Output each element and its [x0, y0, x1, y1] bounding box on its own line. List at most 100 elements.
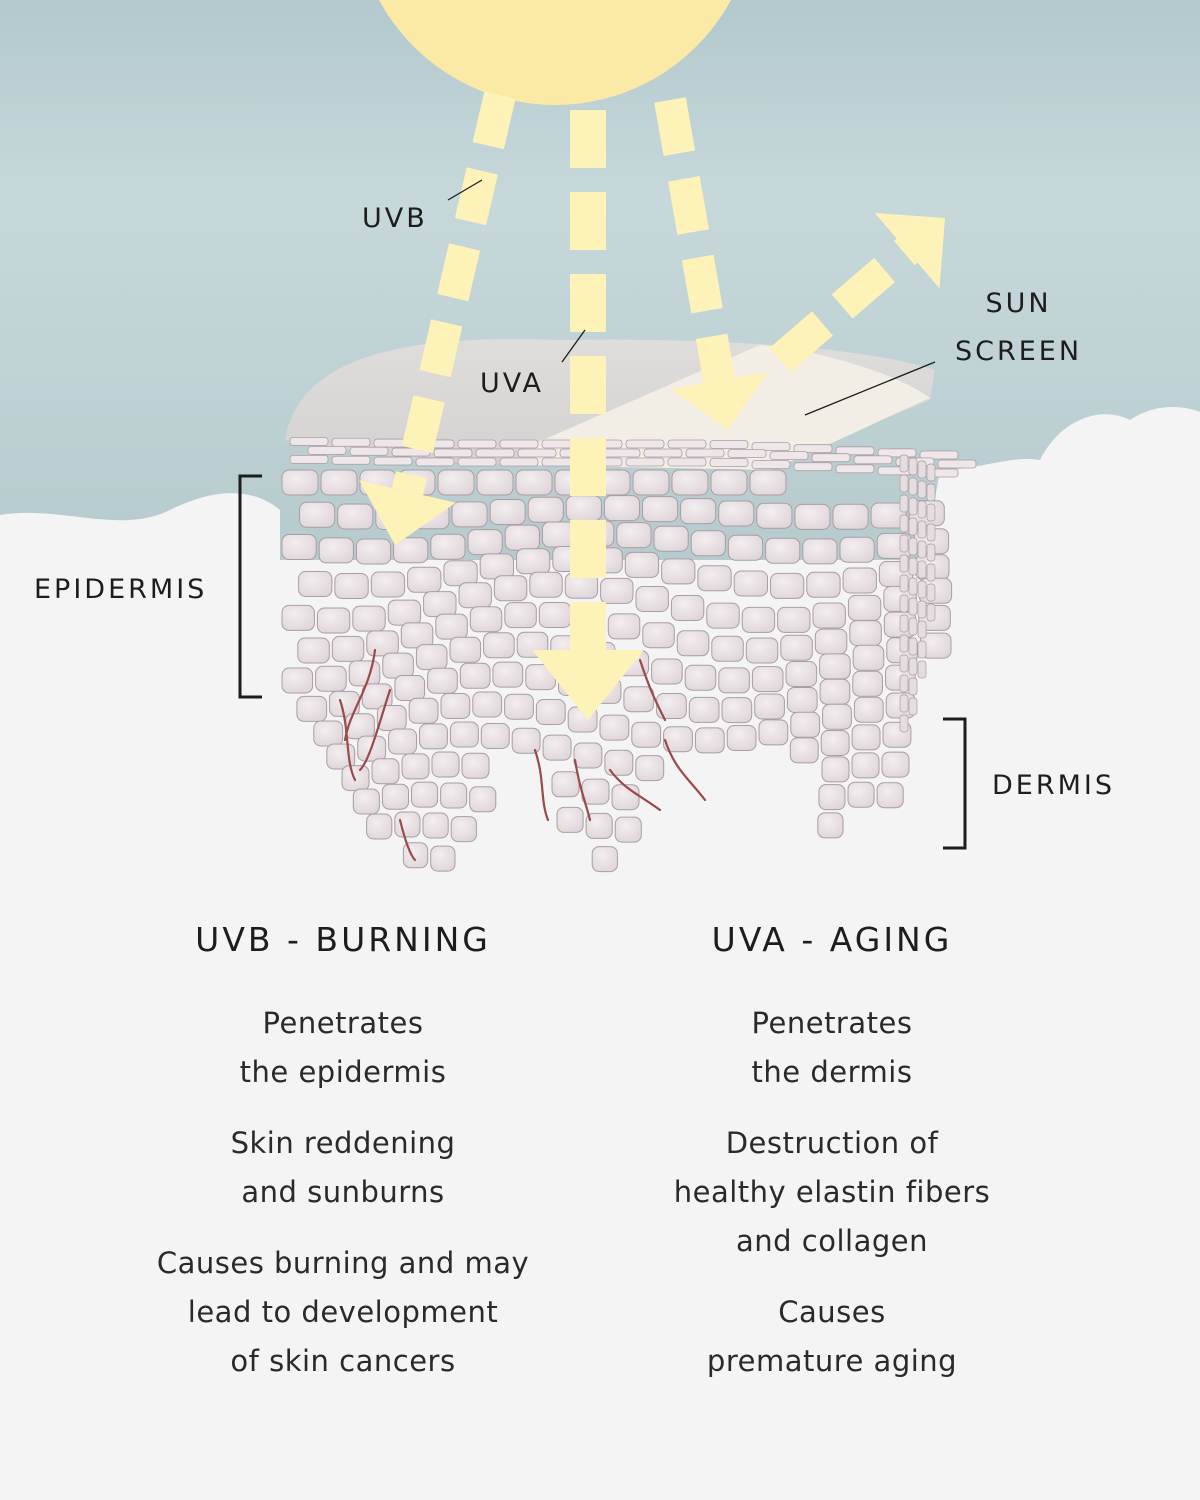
surface-cell: [919, 450, 959, 460]
blood-vessel: [338, 698, 357, 782]
skin-cell: [656, 693, 687, 719]
uva-point-3: Causes premature aging: [706, 1295, 958, 1378]
skin-cell: [415, 644, 448, 671]
skin-cell: [842, 567, 877, 594]
uva-point-1: Penetrates the dermis: [751, 1006, 913, 1089]
side-cell: [899, 474, 909, 493]
skin-cell: [814, 628, 848, 655]
skin-cell: [407, 566, 442, 593]
skin-cell: [741, 606, 776, 633]
side-cell: [908, 617, 918, 636]
skin-cell: [852, 670, 883, 697]
side-cell: [917, 500, 927, 519]
side-cell: [917, 600, 927, 619]
skin-cell: [876, 782, 904, 809]
skin-cell: [423, 591, 457, 618]
skin-cell: [450, 816, 477, 843]
surface-cell: [811, 453, 851, 463]
skin-cell: [382, 652, 414, 679]
skin-cell: [727, 534, 764, 561]
skin-cell: [706, 602, 740, 629]
surface-cell: [793, 444, 833, 454]
skin-cell: [600, 577, 634, 604]
epidermis-label: EPIDERMIS: [34, 574, 208, 605]
skin-cell: [315, 665, 347, 692]
surface-cell: [643, 448, 683, 458]
skin-cell: [371, 758, 400, 785]
side-cell: [926, 603, 936, 622]
side-cell: [917, 580, 927, 599]
uvb-ray-dash: [391, 471, 427, 496]
skin-cell: [461, 752, 490, 779]
side-cell: [908, 597, 918, 616]
skin-cell: [581, 778, 610, 805]
side-cell: [917, 620, 927, 639]
skin-cell: [631, 721, 662, 748]
reflected-ray-out-dash: [893, 238, 918, 266]
surface-cell: [307, 445, 347, 455]
surface-cell: [835, 446, 875, 456]
skin-cell: [440, 782, 468, 809]
dermis-label: DERMIS: [992, 770, 1116, 801]
surface-cell: [331, 437, 371, 447]
skin-cell: [366, 813, 393, 840]
side-cell: [908, 677, 918, 696]
sunscreen-leader-line: [804, 361, 936, 416]
side-cell: [899, 454, 909, 473]
uva-point-2: Destruction of healthy elastin fibers an…: [673, 1126, 991, 1258]
side-cell: [908, 577, 918, 596]
skin-cell: [348, 660, 381, 687]
skin-cell: [785, 661, 818, 687]
skin-cell: [794, 503, 831, 530]
skin-cell: [690, 530, 726, 557]
skin-cell: [492, 661, 524, 688]
skin-cell: [529, 571, 563, 598]
surface-cell: [709, 458, 749, 467]
skin-cell: [515, 469, 553, 496]
skin-cell: [361, 683, 393, 710]
skin-cell: [435, 613, 468, 640]
skin-cell: [281, 667, 314, 694]
skin-cell: [459, 662, 491, 689]
side-cell: [899, 574, 909, 593]
side-cell: [926, 483, 936, 502]
skin-cell: [676, 630, 710, 657]
uvb-ray-dash: [401, 395, 445, 454]
side-cell: [917, 660, 927, 679]
skin-cell: [565, 495, 602, 522]
skin-cell: [726, 725, 757, 751]
skin-cell: [511, 727, 541, 754]
blood-vessel: [573, 758, 592, 822]
side-cell: [908, 517, 918, 536]
skin-cell: [469, 606, 503, 633]
reflected-ray-in-dash: [681, 254, 723, 314]
blood-vessel: [358, 688, 392, 772]
skin-cell: [472, 691, 503, 718]
sunscreen-label: SUN SCREEN: [955, 288, 1083, 367]
skin-cell: [318, 537, 354, 564]
skin-cell: [820, 730, 850, 756]
surface-cell: [625, 439, 665, 449]
skin-cell: [847, 594, 882, 621]
skin-cell: [585, 812, 613, 839]
skin-cell: [623, 686, 655, 713]
uva-ray-arrowhead: [532, 650, 644, 720]
surface-cell: [457, 439, 497, 449]
skin-cell: [443, 560, 478, 587]
skin-cell: [469, 786, 497, 813]
skin-cell: [632, 469, 670, 496]
blood-vessel: [663, 738, 707, 802]
side-cell: [917, 460, 927, 479]
side-cell: [926, 463, 936, 482]
dermis-bracket: [943, 717, 967, 850]
skin-cell: [819, 653, 851, 680]
skin-cell: [313, 720, 344, 747]
skin-cell: [411, 781, 439, 808]
skin-cell: [449, 636, 482, 663]
skin-cell: [281, 604, 315, 631]
skin-cell: [504, 693, 534, 720]
skin-cell: [370, 571, 406, 598]
skin-cell: [754, 693, 785, 720]
skin-cell: [711, 635, 744, 662]
